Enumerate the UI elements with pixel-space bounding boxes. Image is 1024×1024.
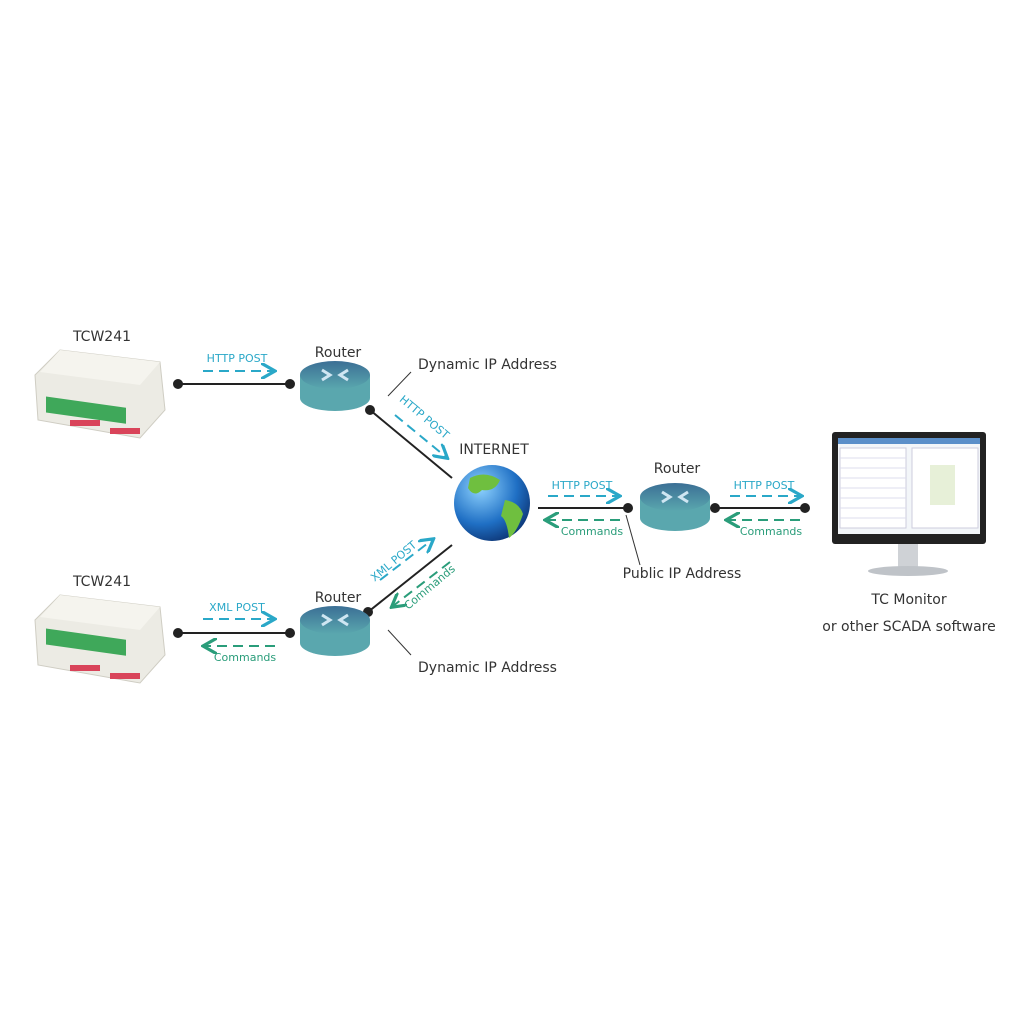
flow-label-http-post: HTTP POST (397, 393, 452, 442)
link-internet-router2 (363, 544, 453, 617)
device-label: TCW241 (72, 574, 131, 590)
router-arrows-icon (661, 490, 689, 504)
router-label: Router (654, 461, 701, 477)
arrow-http-post (394, 414, 446, 457)
ip-address-label: Public IP Address (623, 566, 742, 582)
flow-label-http-post: HTTP POST (552, 479, 613, 492)
router-label: Router (315, 345, 362, 361)
arrow-commands (393, 561, 451, 606)
device-label: TCW241 (72, 329, 131, 345)
monitor-label-line1: TC Monitor (870, 592, 946, 608)
arrow-xml-post (379, 540, 432, 581)
scada-monitor: TC Monitor or other SCADA software (822, 432, 996, 635)
flow-label-commands: Commands (214, 651, 277, 664)
router-arrows-icon (321, 368, 349, 382)
router-label: Router (315, 590, 362, 606)
ip-address-label: Dynamic IP Address (418, 357, 557, 373)
router-3: Router Public IP Address (623, 461, 742, 582)
router-1: Router Dynamic IP Address (300, 345, 557, 411)
flow-label-http-post: HTTP POST (207, 352, 268, 365)
flow-label-commands: Commands (740, 525, 803, 538)
monitor-label-line2: or other SCADA software (822, 619, 995, 635)
tcw241-device-2: TCW241 (34, 574, 166, 684)
internet-label: INTERNET (459, 442, 529, 458)
flow-label-commands: Commands (561, 525, 624, 538)
tcw241-device-1: TCW241 (34, 329, 166, 439)
flow-label-commands: Commands (402, 562, 458, 612)
router-arrows-icon (321, 613, 349, 627)
flow-label-xml-post: XML POST (209, 601, 265, 614)
flow-label-http-post: HTTP POST (734, 479, 795, 492)
internet-globe: INTERNET (454, 442, 530, 541)
link-router1-internet (365, 405, 453, 479)
router-2: Router Dynamic IP Address (300, 590, 557, 676)
ip-address-label: Dynamic IP Address (418, 660, 557, 676)
